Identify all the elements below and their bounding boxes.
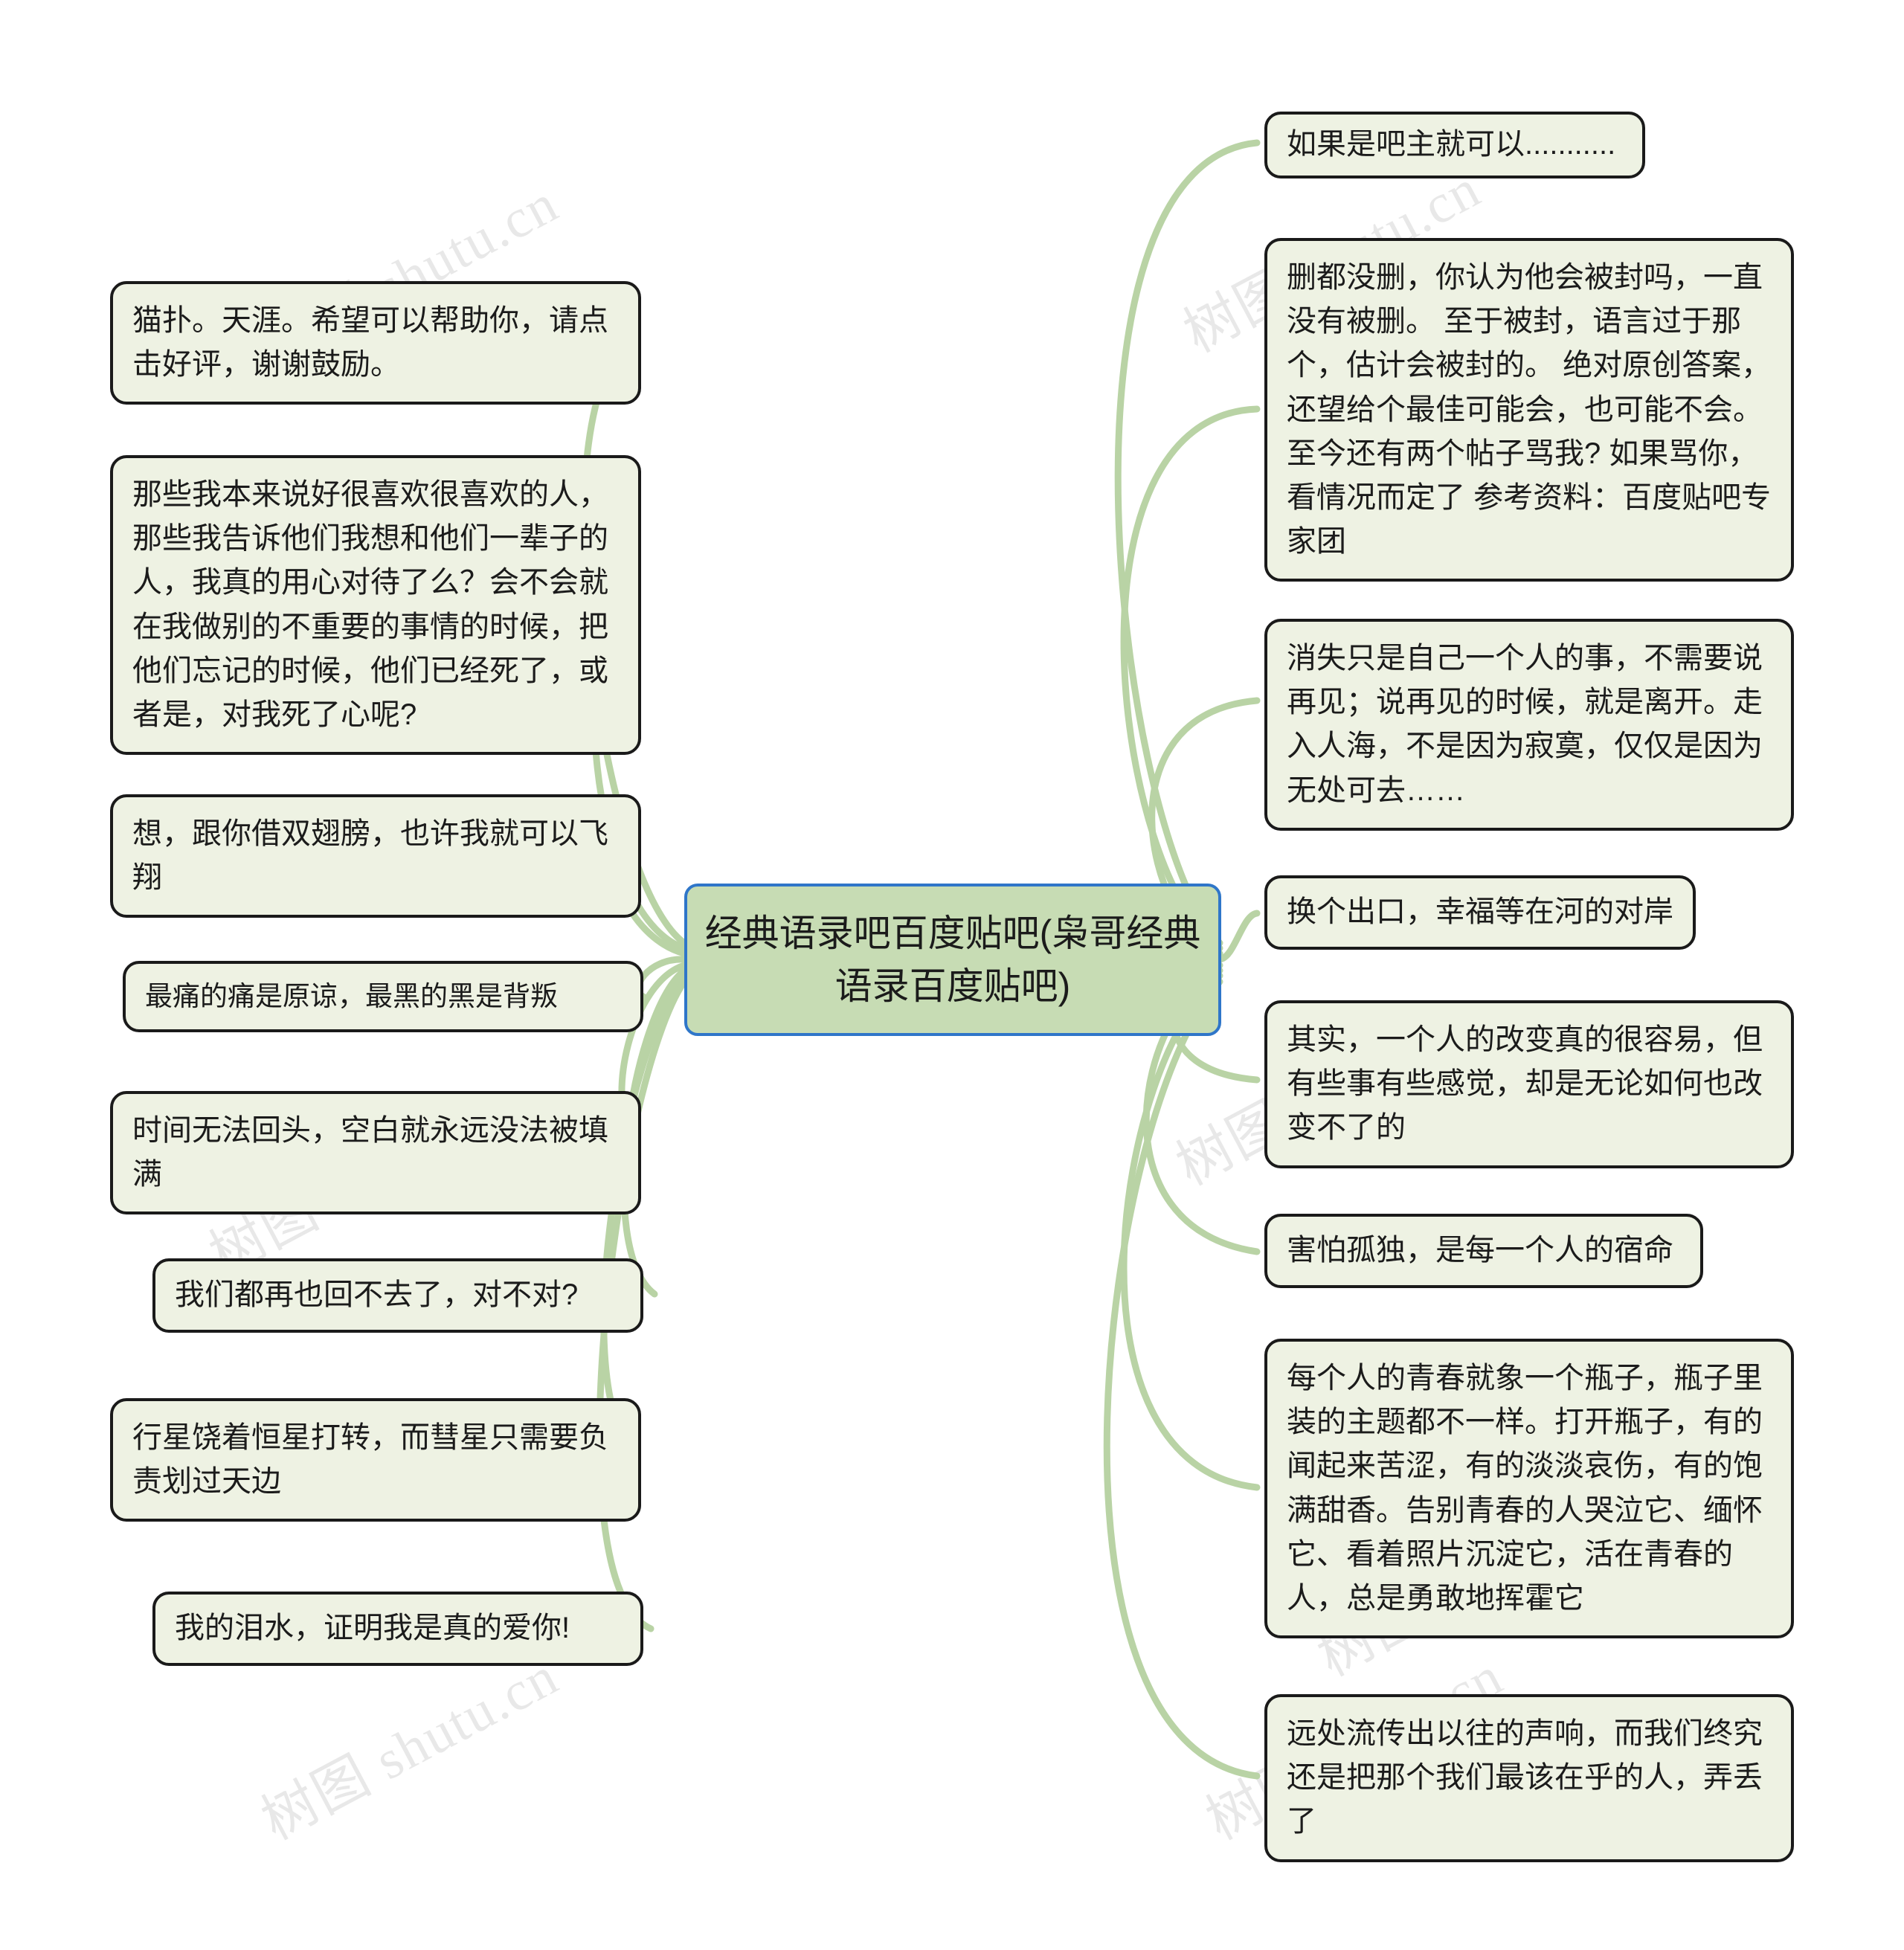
mindmap-node-right-1[interactable]: 如果是吧主就可以........... [1264,112,1645,178]
mindmap-node-right-3[interactable]: 消失只是自己一个人的事，不需要说再见；说再见的时候，就是离开。走入人海，不是因为… [1264,619,1794,831]
mindmap-node-left-4[interactable]: 最痛的痛是原谅，最黑的黑是背叛 [123,961,643,1032]
connector-right-1 [1114,139,1261,947]
connector-left-4 [634,956,688,1000]
mindmap-node-right-2[interactable]: 删都没删，你认为他会被封吗，一直没有被删。 至于被封，语言过于那个，估计会被封的… [1264,238,1794,582]
mindmap-node-left-7[interactable]: 行星饶着恒星打转，而彗星只需要负责划过天边 [110,1398,641,1522]
connector-right-2 [1120,405,1261,952]
mindmap-node-right-8[interactable]: 远处流传出以往的声响，而我们终究还是把那个我们最该在乎的人，弄丢了 [1264,1694,1794,1862]
mindmap-node-right-6[interactable]: 害怕孤独，是每一个人的宿命 [1264,1214,1703,1288]
mindmap-node-left-5[interactable]: 时间无法回头，空白就永远没法被填满 [110,1091,641,1215]
mindmap-node-left-6[interactable]: 我们都再也回不去了，对不对? [152,1258,643,1333]
mindmap-central-node[interactable]: 经典语录吧百度贴吧(枭哥经典语录百度贴吧) [684,884,1221,1036]
mindmap-node-left-1[interactable]: 猫扑。天涯。希望可以帮助你，请点击好评，谢谢鼓励。 [110,281,641,405]
mindmap-node-left-2[interactable]: 那些我本来说好很喜欢很喜欢的人，那些我告诉他们我想和他们一辈子的人，我真的用心对… [110,455,641,756]
connector-right-7 [1120,972,1261,1491]
mindmap-node-left-3[interactable]: 想，跟你借双翅膀，也许我就可以飞翔 [110,794,641,918]
connector-left-7 [600,972,688,1458]
mindmap-node-right-5[interactable]: 其实，一个人的改变真的很容易，但有些事有些感觉，却是无论如何也改变不了的 [1264,1000,1794,1168]
connector-right-4 [1216,910,1261,963]
connector-right-8 [1103,978,1261,1780]
mindmap-node-right-4[interactable]: 换个出口，幸福等在河的对岸 [1264,875,1696,950]
mindmap-node-left-8[interactable]: 我的泪水，证明我是真的爱你! [152,1592,643,1666]
mindmap-node-right-7[interactable]: 每个人的青春就象一个瓶子，瓶子里装的主题都不一样。打开瓶子，有的闻起来苦涩，有的… [1264,1339,1794,1639]
